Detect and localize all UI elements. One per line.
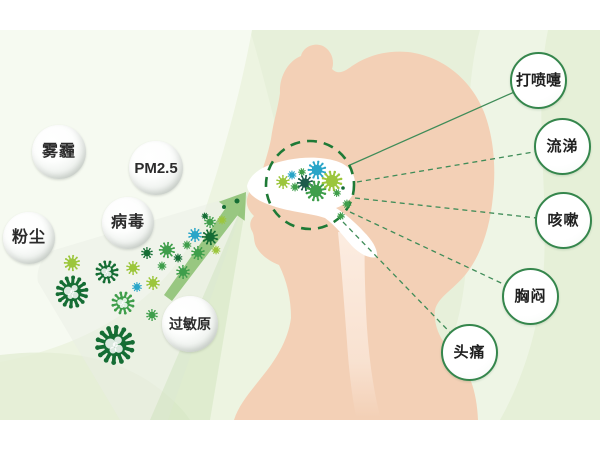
virus-icon: [188, 227, 202, 243]
connector-line-headache: [342, 221, 471, 354]
virus-icon: [336, 212, 345, 221]
symptom-label-sneeze: 打喷嚏: [515, 72, 561, 89]
symptom-circle-cough: 咳嗽: [535, 192, 592, 249]
virus-icon: [201, 212, 209, 220]
virus-icon: [287, 170, 297, 180]
virus-icon: [146, 275, 160, 291]
illustration-area: [0, 30, 600, 420]
connector-line-chest-tightness: [349, 211, 532, 298]
virus-icon: [342, 199, 352, 209]
virus-icon: [132, 281, 142, 293]
virus-icon: [305, 180, 327, 202]
virus-icon: [146, 309, 158, 321]
allergen-label-pm25: PM2.5: [134, 159, 178, 177]
trachea-band: [338, 232, 380, 416]
dashed-focus-circle: [264, 139, 356, 231]
connector-lines: [342, 80, 565, 354]
symptom-circle-runny-nose: 流涕: [534, 118, 591, 175]
scattered-virus-particles: [55, 198, 240, 366]
allergen-label-smog: 雾霾: [41, 143, 76, 160]
virus-icon: [157, 261, 167, 271]
allergen-label-allergen: 过敏原: [169, 316, 211, 332]
virus-icon: [276, 174, 290, 190]
virus-icon: [158, 241, 175, 259]
symptom-label-cough: 咳嗽: [547, 212, 580, 229]
symptom-label-runny-nose: 流涕: [546, 138, 579, 155]
virus-icon: [211, 245, 221, 255]
illustration-canvas: [0, 30, 600, 420]
symptom-circle-chest-tightness: 胸闷: [502, 268, 559, 325]
allergen-label-dust: 粉尘: [11, 229, 46, 246]
virus-icon: [176, 264, 190, 280]
symptom-label-headache: 头痛: [453, 344, 486, 361]
virus-icon: [111, 291, 135, 315]
virus-icon: [126, 260, 140, 276]
connector-line-sneeze: [349, 80, 540, 166]
virus-icon: [191, 245, 205, 261]
symptom-circle-headache: 头痛: [441, 324, 498, 381]
virus-icon: [234, 198, 240, 204]
virus-icon: [95, 324, 135, 366]
allergen-label-virus: 病毒: [110, 214, 145, 231]
virus-icon: [341, 186, 345, 190]
nasal-virus-particles: [276, 160, 352, 221]
connector-line-cough: [354, 197, 565, 222]
allergen-bubble-smog: 雾霾: [32, 125, 86, 179]
connector-line-runny-nose: [356, 146, 564, 183]
allergen-bubble-dust: 粉尘: [3, 212, 55, 264]
virus-icon: [63, 254, 80, 272]
virus-icon: [222, 205, 226, 209]
symptom-circle-sneeze: 打喷嚏: [510, 52, 567, 109]
allergen-bubble-allergen: 过敏原: [162, 296, 218, 352]
virus-icon: [307, 160, 327, 180]
virus-icon: [201, 228, 218, 246]
virus-icon: [332, 189, 341, 198]
virus-icon: [297, 168, 306, 177]
virus-icon: [321, 170, 343, 192]
allergen-bubble-pm25: PM2.5: [129, 141, 183, 195]
virus-icon: [173, 253, 183, 263]
virus-icon: [217, 215, 227, 225]
virus-icon: [55, 275, 89, 309]
virus-icon: [182, 240, 192, 250]
symptom-label-chest-tightness: 胸闷: [514, 288, 547, 305]
virus-icon: [141, 247, 153, 259]
virus-icon: [290, 182, 300, 192]
virus-icon: [95, 260, 119, 284]
allergen-bubble-virus: 病毒: [102, 197, 154, 249]
